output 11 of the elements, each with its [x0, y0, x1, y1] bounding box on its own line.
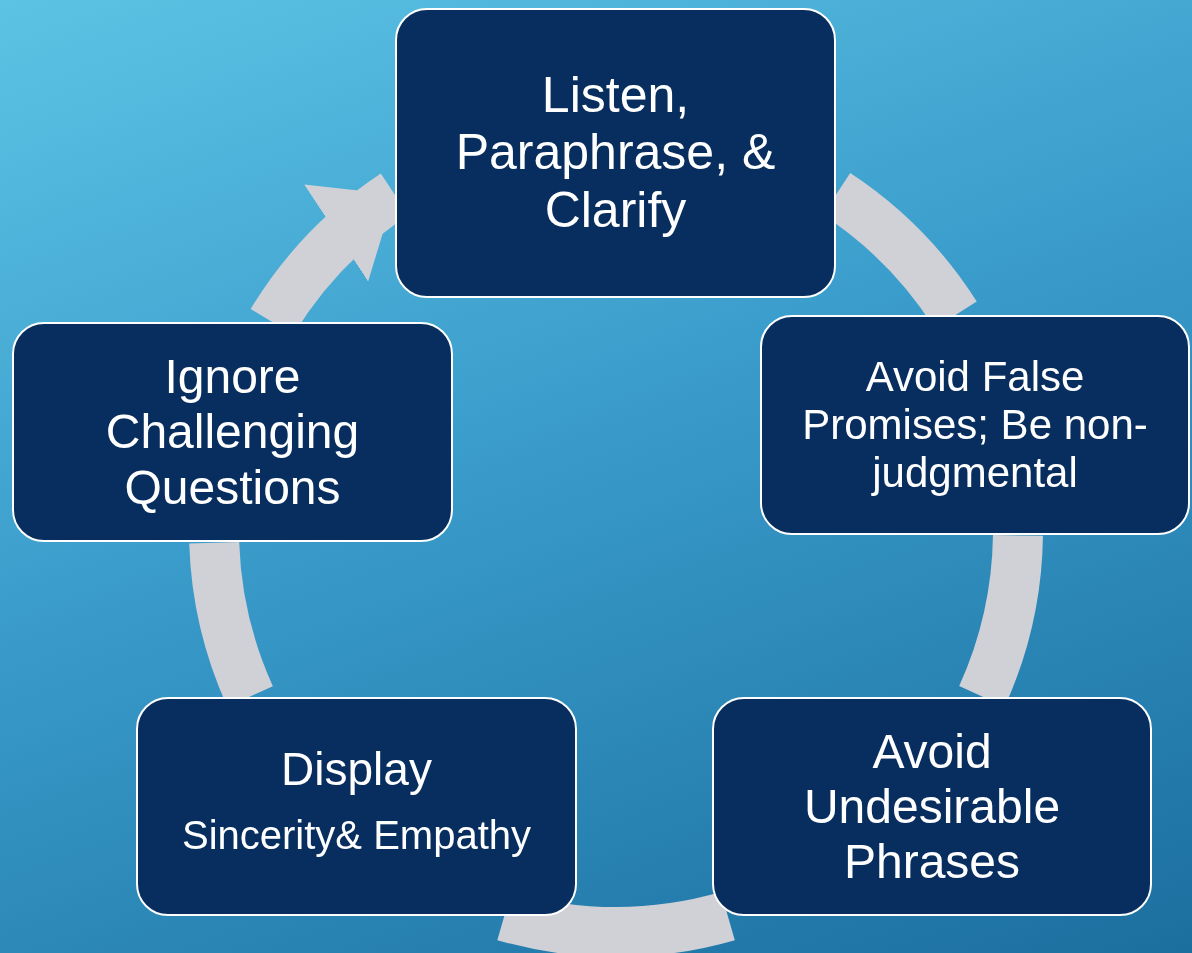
process-box	[136, 697, 577, 916]
process-box	[395, 8, 836, 298]
process-box	[12, 322, 453, 542]
box-text: Avoid Undesirable Phrases	[802, 723, 1062, 890]
box-text: Ignore Challenging Questions	[104, 349, 361, 515]
box-text: Sincerity& Empathy	[182, 811, 531, 859]
process-box	[712, 697, 1152, 916]
process-box	[760, 315, 1190, 535]
box-text: Listen, Paraphrase, & Clarify	[454, 66, 777, 240]
box-text: Display	[281, 743, 432, 796]
box-text: Avoid False Promises; Be non-judgmental	[801, 352, 1149, 498]
